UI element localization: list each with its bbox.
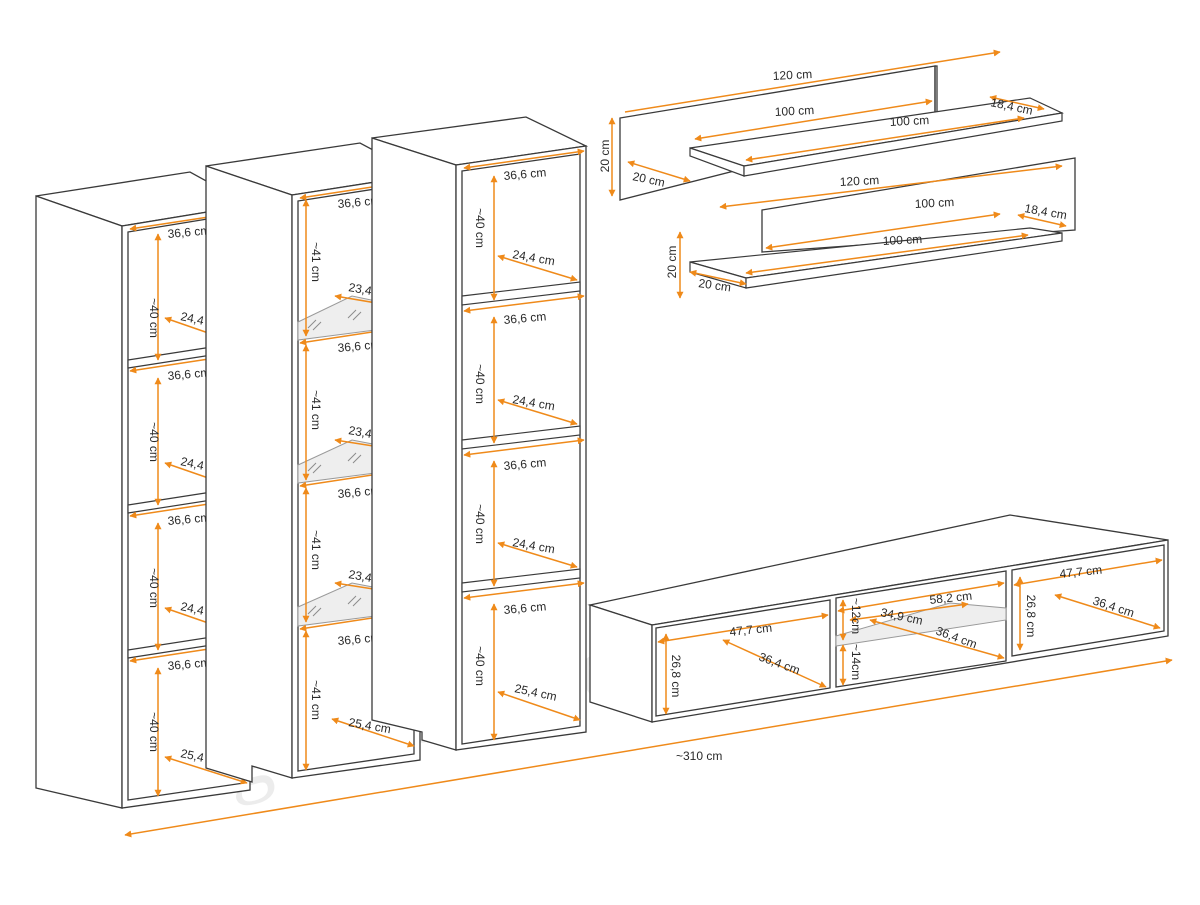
top-panel-height: 20 cm: [598, 140, 612, 173]
bottom-shelf-front-depth: 20 cm: [698, 276, 732, 294]
cab3-height-2: ~40 cm: [473, 364, 487, 404]
total-width-arrow: [124, 657, 1173, 838]
cab1-height-1: ~40 cm: [147, 298, 161, 338]
bottom-panel-height: 20 cm: [665, 246, 679, 279]
wall-shelf-top: 120 cm 100 cm 100 cm 18,4 cm 20 cm 20 cm: [598, 49, 1065, 201]
tv-mid-height-lower: ~14cm: [849, 644, 863, 680]
cab2-width-4: 36,6 cm: [337, 630, 381, 648]
cab3-height-1: ~40 cm: [473, 208, 487, 248]
tv-right-height: 26,8 cm: [1024, 595, 1038, 638]
bottom-panel-width: 120 cm: [839, 173, 879, 189]
tv-left-width: 47,7 cm: [729, 621, 773, 639]
cab2-width-1: 36,6 cm: [337, 193, 381, 211]
cab1-height-2: ~40 cm: [147, 422, 161, 462]
tv-mid-height-upper: ~12cm: [849, 598, 863, 634]
bottom-shelf-width: 100 cm: [914, 195, 954, 211]
bottom-shelf-width-front: 100 cm: [882, 232, 922, 248]
cab3-width-2: 36,6 cm: [503, 309, 547, 327]
tv-mid-width: 58,2 cm: [929, 589, 973, 607]
cab1-height-4: ~40 cm: [147, 712, 161, 752]
cab2-height-3: ~41 cm: [309, 530, 323, 570]
cab1-height-3: ~40 cm: [147, 568, 161, 608]
cab3-height-3: ~40 cm: [473, 504, 487, 544]
top-panel-width: 120 cm: [772, 67, 812, 83]
cab2-height-2: ~41 cm: [309, 390, 323, 430]
cab1-width-1: 36,6 cm: [167, 223, 211, 241]
cab1-width-2: 36,6 cm: [167, 365, 211, 383]
tv-right-width: 47,7 cm: [1059, 563, 1103, 581]
total-width-label: ~310 cm: [676, 749, 722, 763]
tv-left-height: 26,8 cm: [669, 655, 683, 698]
tv-stand: 47,7 cm 36,4 cm 26,8 cm 58,2 cm 34,9 cm …: [587, 514, 1169, 723]
cab3-width-3: 36,6 cm: [503, 455, 547, 473]
top-shelf-width: 100 cm: [774, 103, 814, 119]
top-shelf-front-depth: 20 cm: [631, 169, 666, 189]
cab3-height-4: ~40 cm: [473, 646, 487, 686]
cab3-width-1: 36,6 cm: [503, 165, 547, 183]
cab2-width-2: 36,6 cm: [337, 337, 381, 355]
top-shelf-width-front: 100 cm: [889, 113, 929, 129]
cab2-width-3: 36,6 cm: [337, 483, 381, 501]
cab1-width-3: 36,6 cm: [167, 510, 211, 528]
cab2-height-4: ~41 cm: [309, 680, 323, 720]
cab3-width-4: 36,6 cm: [503, 599, 547, 617]
wall-shelf-bottom: 120 cm 100 cm 100 cm 18,4 cm 20 cm 20 cm: [665, 157, 1076, 299]
cab2-height-1: ~41 cm: [309, 242, 323, 282]
cabinet-3: 36,6 cm 36,6 cm 36,6 cm 36,6 cm ~40 cm ~…: [371, 116, 589, 751]
